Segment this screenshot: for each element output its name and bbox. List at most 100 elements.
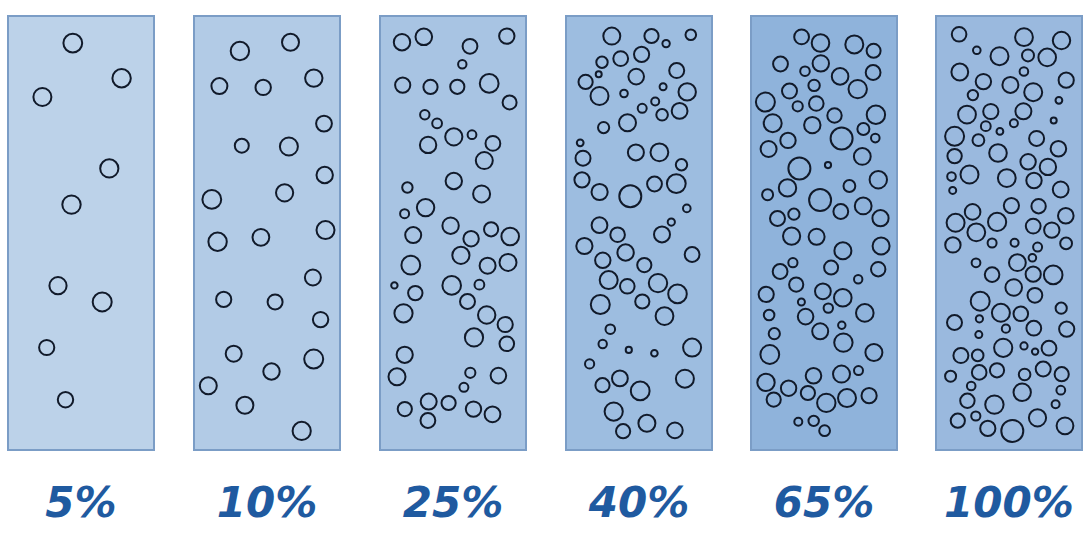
air-bubble [760,345,779,364]
air-bubble [610,227,625,242]
air-bubble [596,71,602,77]
air-bubble [466,401,481,416]
air-bubble [442,396,456,410]
air-bubble [647,177,662,192]
air-bubble [200,377,217,394]
air-bubble [856,304,874,322]
air-bubble [1040,159,1056,175]
air-bubble [1056,386,1065,395]
air-bubble [788,258,797,267]
air-bubble [612,371,628,387]
air-bubble [459,383,468,392]
air-bubble [976,315,983,322]
air-bubble [1022,49,1034,61]
liquid-panel [936,16,1082,450]
air-bubble [833,366,850,383]
air-bubble [501,228,519,246]
percentage-label: 10% [217,478,318,527]
air-bubble [1005,279,1022,296]
air-bubble [599,340,607,348]
air-bubble [631,382,650,401]
air-bubble [1014,384,1031,401]
air-bubble [420,110,429,119]
air-bubble [951,64,968,81]
air-bubble [780,133,795,148]
air-bubble [788,158,810,180]
air-bubble [825,162,831,168]
air-bubble [817,394,835,412]
air-bubble [1026,321,1041,336]
air-bubble [669,63,684,78]
percentage-label: 5% [45,478,116,527]
air-bubble [834,242,851,259]
air-bubble [402,182,412,192]
air-bubble [1042,341,1057,356]
air-bubble [872,210,888,226]
air-bubble [598,122,609,133]
air-bubble [656,307,674,325]
air-bubble [871,262,885,276]
air-bubble [834,289,852,307]
air-bubble [100,159,118,177]
air-bubble [1029,254,1037,262]
air-bubble [992,304,1010,322]
air-bubble [1026,267,1041,282]
air-bubble [804,117,820,133]
air-bubble [994,339,1012,357]
air-bubble [450,80,464,94]
air-bubble [638,415,655,432]
air-bubble [1015,28,1033,46]
percentage-label: 25% [403,478,504,527]
air-bubble [619,114,636,131]
air-bubble [865,344,882,361]
air-bubble [973,134,985,146]
liquid-panel [566,16,712,450]
air-bubble [1044,222,1059,237]
air-bubble [945,127,964,146]
air-bubble [316,116,332,132]
air-bubble [967,223,985,241]
air-bubble [1029,409,1046,426]
air-bubble [980,421,995,436]
air-bubble [1036,362,1051,377]
air-bubble [838,389,856,407]
air-bubble [39,340,54,355]
air-bubble [973,47,981,55]
air-bubble [446,173,462,189]
air-bubble [779,179,796,196]
air-bubble [981,121,991,131]
air-bubble [773,57,788,72]
air-bubble [591,87,609,105]
air-bubble [423,80,437,94]
air-bubble [672,103,688,119]
air-bubble [991,47,1009,65]
air-bubble [305,69,322,86]
air-bubble [1002,325,1010,333]
air-bubble [809,96,824,111]
air-bubble [998,169,1016,187]
air-bubble [773,264,788,279]
air-bubble [683,339,701,357]
air-bubble [442,218,458,234]
air-bubble [686,30,697,41]
air-bubble [613,51,628,66]
air-bubble [33,88,51,106]
air-bubble [458,60,466,68]
air-bubble [988,213,1006,231]
air-bubble [990,363,1004,377]
air-bubble [757,374,774,391]
air-bubble [767,393,781,407]
air-bubble [480,258,496,274]
air-bubble [592,184,608,200]
air-bubble [486,136,501,151]
air-bubble [585,359,594,368]
air-bubble [798,309,814,325]
air-bubble [947,149,961,163]
air-bubble [644,29,658,43]
air-bubble [420,137,436,153]
air-bubble [1010,119,1018,127]
air-bubble [491,368,507,384]
air-bubble [809,416,819,426]
air-bubble [685,247,700,262]
air-bubble [854,148,871,165]
